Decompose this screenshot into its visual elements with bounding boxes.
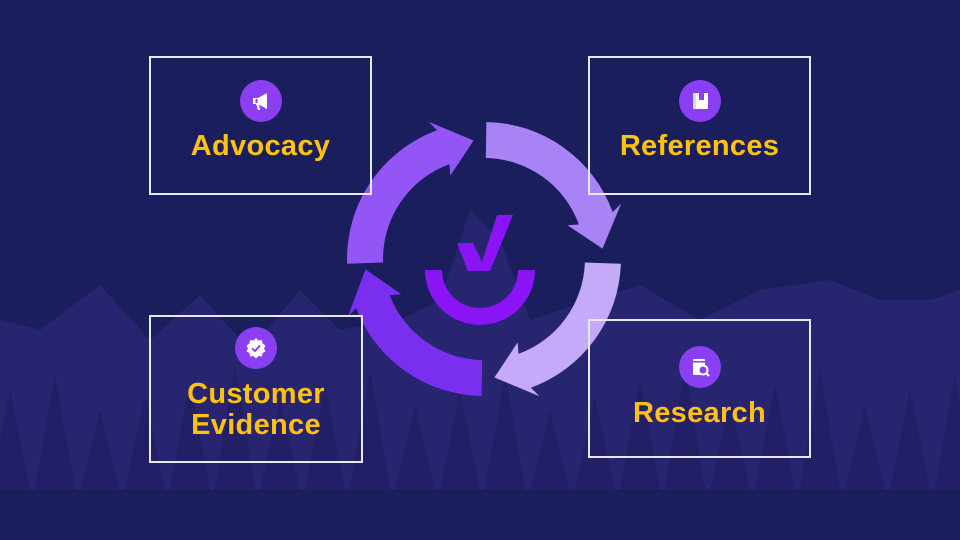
arrow-bottom-right <box>494 262 621 397</box>
tree <box>663 365 707 500</box>
tree <box>123 395 167 500</box>
ground <box>0 490 960 540</box>
advocacy-label: Advocacy <box>190 130 331 162</box>
tree <box>438 390 482 500</box>
arrow-bottom-left <box>347 269 483 396</box>
tree <box>753 385 797 500</box>
megaphone-icon <box>239 80 282 122</box>
verified-badge-icon <box>235 327 277 369</box>
book-icon <box>678 80 721 122</box>
tree <box>348 370 392 500</box>
tree <box>213 365 257 500</box>
customer-evidence-label-line1: Customer <box>187 378 325 410</box>
tree <box>888 390 932 500</box>
tree <box>573 395 617 500</box>
arrow-top-left <box>347 121 474 264</box>
advocacy-box: Advocacy <box>149 56 372 195</box>
tree <box>483 375 527 500</box>
customer-evidence-box: Customer Evidence <box>149 315 363 463</box>
tree <box>708 400 752 500</box>
trees <box>0 365 960 500</box>
customer-evidence-label-line2: Evidence <box>191 409 321 441</box>
tree <box>618 380 662 500</box>
tree <box>303 385 347 500</box>
tree <box>528 410 572 500</box>
tree <box>0 390 32 500</box>
tree <box>78 410 122 500</box>
tree <box>843 405 887 500</box>
tree <box>33 375 77 500</box>
tree <box>393 405 437 500</box>
tree <box>258 400 302 500</box>
references-label: References <box>619 130 780 162</box>
checkmark-cup-icon <box>425 215 535 325</box>
tree <box>168 380 212 500</box>
tree <box>798 370 842 500</box>
arrow-top-right <box>485 122 622 249</box>
research-label: Research <box>633 397 766 429</box>
document-search-icon <box>678 346 721 388</box>
research-box: Research <box>588 319 811 458</box>
references-box: References <box>588 56 811 195</box>
tree <box>933 375 960 500</box>
